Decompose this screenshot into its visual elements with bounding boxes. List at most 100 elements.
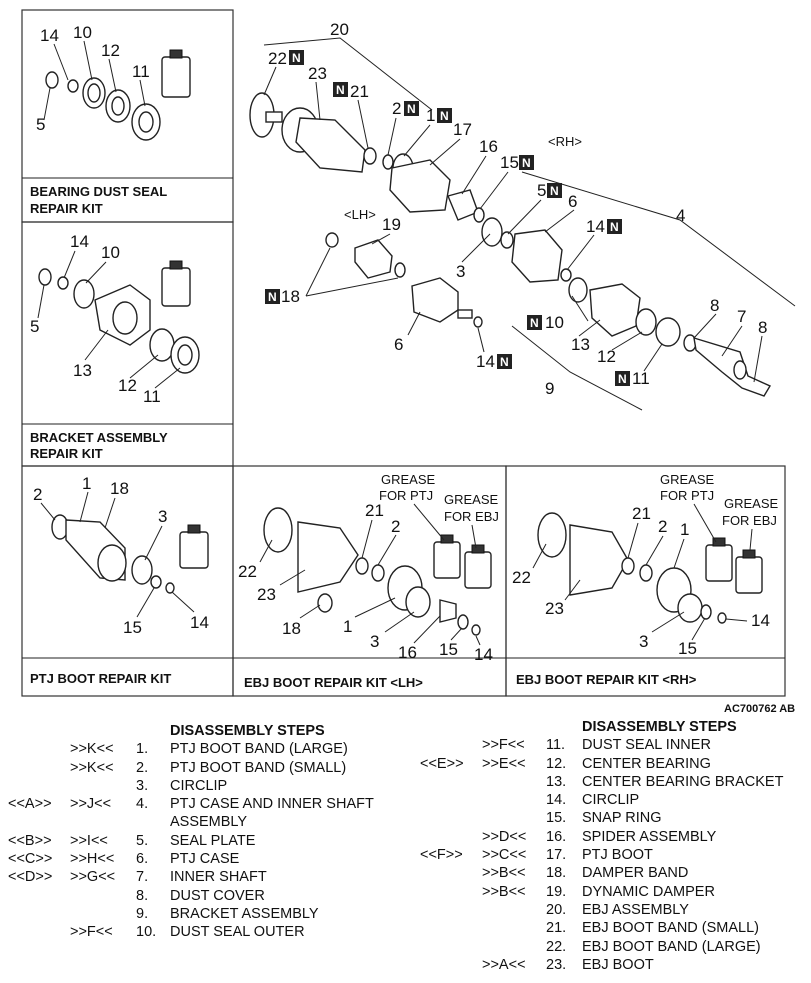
step-row: 20.EBJ ASSEMBLY	[420, 901, 811, 919]
grease-ptj-line1: GREASE	[660, 472, 715, 487]
callout-15: 15	[123, 618, 142, 637]
steps-title: DISASSEMBLY STEPS	[582, 719, 737, 735]
callout-11: 11	[632, 369, 650, 388]
ebj-lh-kit-label: EBJ BOOT REPAIR KIT <LH>	[244, 675, 423, 690]
step-ref-a: <<D>>	[8, 869, 53, 886]
callout-2: 2	[658, 517, 667, 536]
step-ref-a: <<C>>	[8, 851, 53, 868]
step-ref-b: >>H<<	[70, 851, 115, 868]
step-number: 12.	[546, 755, 567, 772]
lh-label: <LH>	[344, 207, 376, 222]
step-number: 4.	[136, 796, 149, 813]
steps-left-title-row: DISASSEMBLY STEPS	[8, 722, 408, 740]
step-text: PTJ BOOT BAND (SMALL)	[170, 759, 347, 776]
step-text: CIRCLIP	[582, 792, 640, 809]
step-text: DYNAMIC DAMPER	[582, 883, 715, 900]
step-row: >>K<<1.PTJ BOOT BAND (LARGE)	[8, 740, 408, 758]
main-callouts: 20 22 23 21 2 1 17 16 15 5 6 4 14 19 3 1…	[263, 20, 767, 398]
callout-22: 22	[512, 568, 531, 587]
callout-19: 19	[382, 215, 401, 234]
step-text: EBJ ASSEMBLY	[582, 901, 689, 918]
step-ref-b: >>E<<	[482, 755, 526, 772]
callout-17: 17	[453, 120, 472, 139]
step-text: SPIDER ASSEMBLY	[582, 828, 717, 845]
step-number: 2.	[136, 759, 149, 776]
callout-20: 20	[330, 20, 349, 39]
step-text: PTJ CASE AND INNER SHAFT	[170, 796, 374, 813]
step-ref-b: >>D<<	[482, 828, 527, 845]
step-row: 13.CENTER BEARING BRACKET	[420, 773, 811, 791]
callout-1: 1	[680, 520, 689, 539]
step-row: >>B<< 18. DAMPER BAND	[420, 864, 811, 882]
step-ref-b: >>A<<	[482, 956, 526, 973]
grease-ptj-line1: GREASE	[381, 472, 436, 487]
svg-text:N: N	[336, 83, 345, 97]
step-text: PTJ BOOT BAND (LARGE)	[170, 741, 348, 758]
callout-15: 15	[439, 640, 458, 659]
callout-6: 6	[568, 192, 577, 211]
step-row: <<D>>>>G<<7.INNER SHAFT	[8, 868, 408, 886]
bearing-kit-parts	[45, 49, 191, 141]
steps-title: DISASSEMBLY STEPS	[170, 723, 325, 739]
step-number: 7.	[136, 869, 149, 886]
step-ref-b: >>B<<	[482, 883, 526, 900]
ebj-lh-grease-labels: GREASE FOR PTJ GREASE FOR EBJ	[379, 472, 499, 549]
step-number: 6.	[136, 851, 149, 868]
step-text: EBJ BOOT BAND (LARGE)	[582, 938, 761, 955]
steps-left: DISASSEMBLY STEPS >>K<<1.PTJ BOOT BAND (…	[8, 722, 408, 942]
callout-14: 14	[586, 217, 605, 236]
step-row: 9.BRACKET ASSEMBLY	[8, 905, 408, 923]
bracket-kit-callouts: 14 10 5 13 12 11	[30, 232, 181, 406]
callout-2: 2	[33, 485, 42, 504]
step-row: >>B<<19.DYNAMIC DAMPER	[420, 883, 811, 901]
callout-4: 4	[676, 206, 685, 225]
callout-11: 11	[132, 62, 150, 81]
step-text: EBJ BOOT	[582, 956, 654, 973]
step-number: 14.	[546, 792, 567, 809]
step-ref-b: >>B<<	[482, 865, 526, 882]
ebj-rh-kit-label: EBJ BOOT REPAIR KIT <RH>	[516, 672, 697, 687]
callout-14: 14	[70, 232, 89, 251]
step-number: 18.	[546, 865, 567, 882]
group-20-bracket	[263, 37, 433, 111]
callout-5: 5	[30, 317, 39, 336]
grease-ebj-line2: FOR EBJ	[722, 513, 777, 528]
group-9-bracket	[511, 325, 643, 411]
step-ref-b: >>F<<	[482, 737, 525, 754]
step-ref-a: <<A>>	[8, 796, 52, 813]
callout-8: 8	[758, 318, 767, 337]
svg-text:N: N	[292, 51, 301, 65]
ebj-rh-grease-labels: GREASE FOR PTJ GREASE FOR EBJ	[660, 472, 779, 551]
callout-12: 12	[597, 347, 616, 366]
step-number: 15.	[546, 810, 567, 827]
svg-text:N: N	[610, 220, 619, 234]
step-text: SEAL PLATE	[170, 832, 256, 849]
callout-23: 23	[257, 585, 276, 604]
callout-9: 9	[545, 379, 554, 398]
kit-panel-frames	[21, 9, 786, 697]
step-ref-a: <<F>>	[420, 847, 463, 864]
callout-2: 2	[392, 99, 401, 118]
callout-14: 14	[190, 613, 209, 632]
bracket-kit-label-line1: BRACKET ASSEMBLY	[30, 430, 168, 445]
step-text: DAMPER BAND	[582, 865, 689, 882]
step-row: 3.CIRCLIP	[8, 777, 408, 795]
ptj-kit-parts	[51, 514, 209, 594]
callout-3: 3	[158, 507, 167, 526]
callout-18: 18	[281, 287, 300, 306]
step-number: 23.	[546, 956, 567, 973]
step-text: DUST COVER	[170, 887, 265, 904]
step-row: 14. CIRCLIP	[420, 791, 811, 809]
callout-3: 3	[370, 632, 379, 651]
step-number: 8.	[136, 887, 149, 904]
callout-1: 1	[426, 106, 435, 125]
callout-14: 14	[751, 611, 770, 630]
callout-15: 15	[678, 639, 697, 658]
step-row: >>A<< 23. EBJ BOOT	[420, 956, 811, 974]
callout-16: 16	[479, 137, 498, 156]
callout-13: 13	[571, 335, 590, 354]
callout-18: 18	[282, 619, 301, 638]
ebj-rh-kit-callouts: 21 2 1 22 23 3 15 14	[512, 504, 770, 658]
step-ref-b: >>C<<	[482, 847, 527, 864]
callout-5: 5	[537, 181, 546, 200]
